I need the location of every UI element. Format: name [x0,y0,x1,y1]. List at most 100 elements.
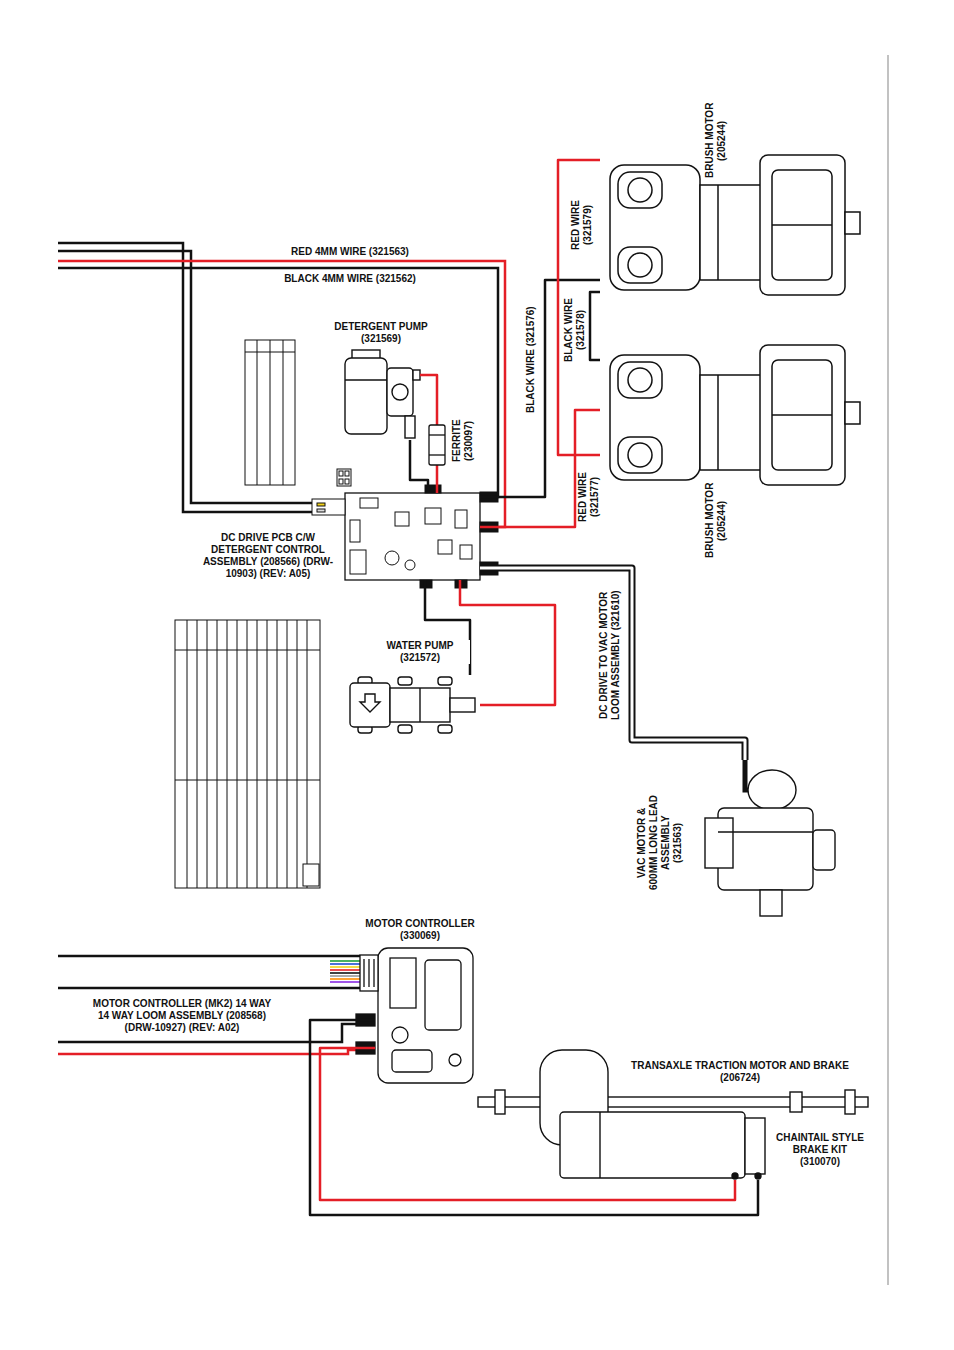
wire-label: DC DRIVE TO VAC MOTOR LOOM ASSEMBLY (321… [598,580,622,730]
controller-loom [58,1050,356,1054]
wire-colour-table [187,620,188,888]
water-pump-symbol [398,677,412,685]
detergent-pump-symbol [345,379,387,380]
wire-label: BLACK WIRE (321578) [563,295,587,365]
controller-loom [330,963,360,965]
transaxle-symbol [745,1118,765,1174]
detergent-pump-symbol [345,358,387,434]
wire-colour-table [175,620,320,888]
power-wires [58,261,505,527]
wire-colour-table [287,620,288,888]
wire-colour-table [175,650,320,651]
motor-controller-symbol [356,948,473,1083]
vac-motor-symbol [760,890,782,916]
water-pump-symbol [450,698,475,712]
wire-colour-table [217,620,218,888]
wire [590,292,600,360]
wire [480,410,600,527]
pin-table [339,471,343,476]
loom-cable [480,568,745,760]
part-label: WATER PUMP (321572) [370,640,470,664]
pcb-symbol [312,485,498,588]
wire [558,160,600,455]
component: VAC MOTOR & 600MM LONG LEAD ASSEMBLY (32… [700,760,840,920]
pin-table [337,469,351,486]
pcb-symbol [460,545,472,559]
pcb-symbol [405,560,415,570]
transaxle-symbol [560,1112,745,1178]
component: BRUSH MOTOR (205244) [600,150,860,300]
wire-colour-table [237,620,238,888]
component: BRUSH MOTOR (205244) [600,340,860,480]
pin-table [270,340,271,485]
water-pump-symbol [360,694,380,712]
ferrite-symbol [429,425,445,465]
transaxle-symbol [845,1090,855,1114]
wire-label: RED WIRE (321579) [570,195,594,255]
part-label: DC DRIVE PCB C/W DETERGENT CONTROL ASSEM… [198,532,338,580]
vac-motor-symbol [705,760,835,916]
transaxle-symbol [790,1092,802,1112]
pcb-symbol [350,520,360,542]
water-pump-symbol [438,677,452,685]
component: WATER PUMP (321572) [345,675,480,735]
component: TRANSAXLE TRACTION MOTOR AND BRAKE (2067… [480,1050,870,1180]
component: MOTOR CONTROLLER (330069) [375,945,475,1085]
motor-controller-symbol [368,959,369,987]
wire-colour-table [247,620,248,888]
pcb-symbol [317,509,325,512]
wire [410,440,428,493]
vac-motor-symbol [705,818,733,868]
wire-colour-table [307,620,308,888]
wire [480,410,600,527]
wire [410,440,428,493]
power-wires [58,261,505,527]
wire-colour-table [175,780,320,781]
wire [310,1020,758,1215]
detergent-pump-symbol [392,384,408,400]
part-label: DETERGENT PUMP (321569) [326,321,436,345]
controller-loom [330,969,360,971]
loom-cable [480,568,745,760]
wire-colour-table [297,620,298,888]
motor-controller-symbol [363,959,364,987]
pin-table [339,479,343,484]
vac-motor-symbol [813,830,835,870]
pin-table [345,479,349,484]
transaxle-symbol [478,1097,868,1107]
motor-controller-symbol [390,958,416,1008]
transaxle-symbol [495,1090,505,1114]
part-label: VAC MOTOR & 600MM LONG LEAD ASSEMBLY (32… [636,795,684,890]
wire [460,580,555,705]
wire-colour-table [257,620,258,888]
controller-loom [330,978,360,980]
part-label: BRUSH MOTOR (205244) [704,98,728,183]
wire [590,292,600,360]
wire-label: RED WIRE (321577) [577,467,601,527]
wire-colour-table [175,620,320,888]
wire-label: BLACK WIRE (321576) [525,306,537,414]
water-pump-symbol [419,688,420,722]
component: DC DRIVE PCB C/W DETERGENT CONTROL ASSEM… [345,493,480,580]
wire-colour-table [207,620,208,888]
detergent-pump-symbol [345,350,420,438]
motor-controller-symbol [378,948,473,1083]
ferrite-symbol [429,434,445,435]
motor-controller-symbol [360,955,378,991]
pcb-symbol [425,508,441,524]
component: DETERGENT PUMP (321569) [340,350,420,440]
callout-label: RED 4MM WIRE (321563) [291,246,410,258]
wire [460,580,555,705]
ferrite-symbol [429,454,445,455]
mains-loom [58,243,312,512]
ferrite-symbol [429,425,445,465]
brush-motor-symbol [610,345,860,485]
pcb-symbol [438,540,452,554]
water-pump-symbol [350,683,390,727]
pcb-symbol [312,499,345,515]
wire [480,280,600,497]
pcb-symbol [455,510,467,528]
water-pump-symbol [398,725,412,733]
mains-loom [58,243,312,512]
vac-motor-symbol [748,770,796,810]
